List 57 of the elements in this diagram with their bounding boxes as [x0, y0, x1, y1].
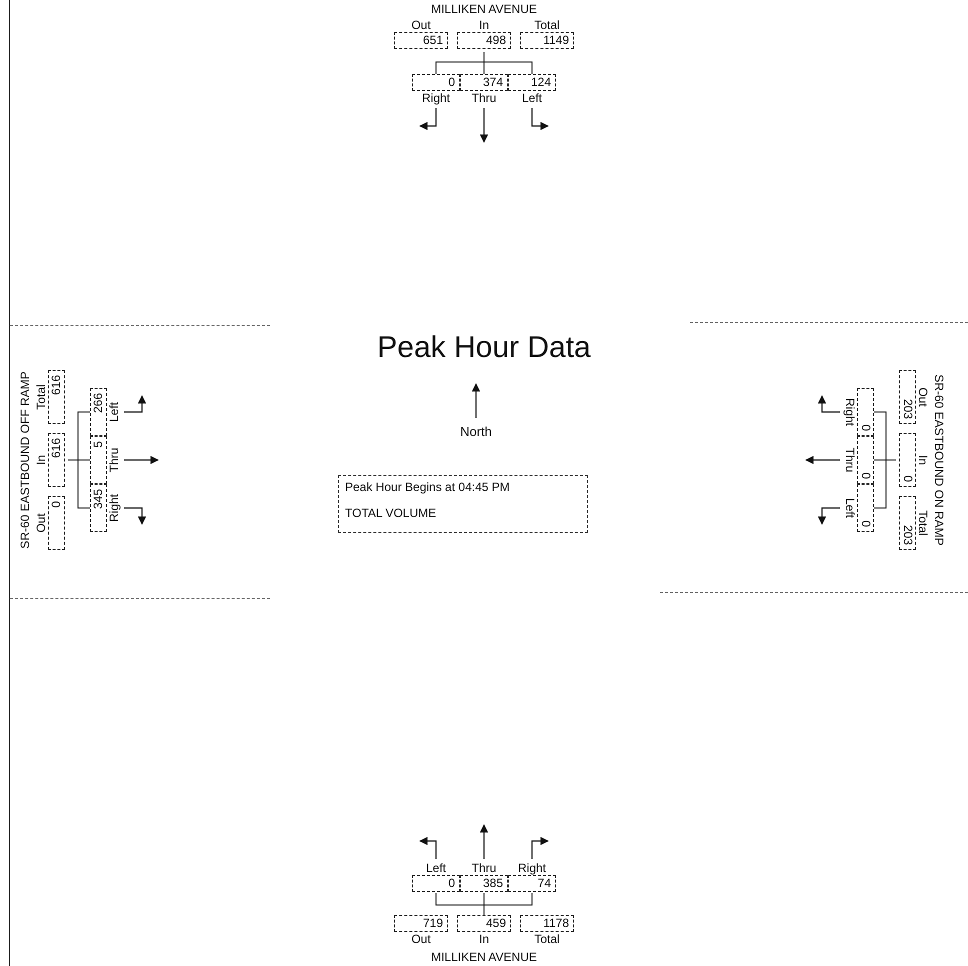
info-text: TOTAL VOLUME — [345, 506, 438, 520]
column-heading: Out — [411, 932, 431, 946]
column-heading: Total — [534, 18, 560, 32]
count-box: 616 — [48, 433, 65, 487]
count-box: 459 — [457, 915, 511, 932]
road-name: SR-60 EASTBOUND OFF RAMP — [18, 370, 33, 551]
count-box: 0 — [899, 433, 916, 487]
column-heading: Total — [534, 932, 560, 946]
movement-label: Right — [422, 91, 450, 105]
movement-label: Left — [843, 498, 857, 518]
info-text: Peak Hour Begins at 04:45 PM — [345, 480, 511, 494]
count-box: 374 — [460, 74, 508, 91]
count-box: 0 — [412, 74, 460, 91]
column-heading: In — [478, 18, 489, 32]
count-box: 616 — [48, 370, 65, 424]
count-box: 124 — [508, 74, 556, 91]
column-heading: Out — [34, 513, 48, 533]
count-box: 498 — [457, 32, 511, 49]
column-heading: In — [478, 932, 489, 946]
movement-label: Left — [426, 861, 446, 875]
count-box: 0 — [412, 875, 460, 892]
count-box: 0 — [857, 484, 874, 532]
count-box: 1149 — [520, 32, 574, 49]
count-box: 651 — [394, 32, 448, 49]
movement-label: Right — [518, 861, 546, 875]
north-label: North — [459, 424, 493, 439]
movement-label: Right — [843, 398, 857, 426]
count-box: 0 — [857, 436, 874, 484]
movement-label: Right — [107, 494, 121, 522]
column-heading: Out — [411, 18, 431, 32]
road-name: MILLIKEN AVENUE — [430, 2, 538, 17]
movement-label: Thru — [107, 448, 121, 472]
count-box: 385 — [460, 875, 508, 892]
movement-label: Left — [107, 402, 121, 422]
count-box: 5 — [90, 436, 107, 484]
count-box: 0 — [48, 496, 65, 550]
column-heading: Out — [916, 387, 930, 407]
column-heading: In — [916, 454, 930, 465]
road-name: SR-60 EASTBOUND ON RAMP — [931, 373, 946, 548]
movement-label: Left — [522, 91, 542, 105]
info-box — [338, 475, 588, 533]
count-box: 203 — [899, 496, 916, 550]
column-heading: Total — [34, 384, 48, 410]
column-heading: In — [34, 455, 48, 466]
count-box: 0 — [857, 388, 874, 436]
movement-label: Thru — [843, 448, 857, 472]
count-box: 1178 — [520, 915, 574, 932]
movement-label: Thru — [472, 91, 496, 105]
movement-label: Thru — [472, 861, 496, 875]
count-box: 266 — [90, 388, 107, 436]
count-box: 74 — [508, 875, 556, 892]
count-box: 345 — [90, 484, 107, 532]
road-name: MILLIKEN AVENUE — [430, 950, 538, 965]
count-box: 719 — [394, 915, 448, 932]
diagram-title: Peak Hour Data — [376, 330, 592, 366]
count-box: 203 — [899, 370, 916, 424]
column-heading: Total — [916, 510, 930, 536]
